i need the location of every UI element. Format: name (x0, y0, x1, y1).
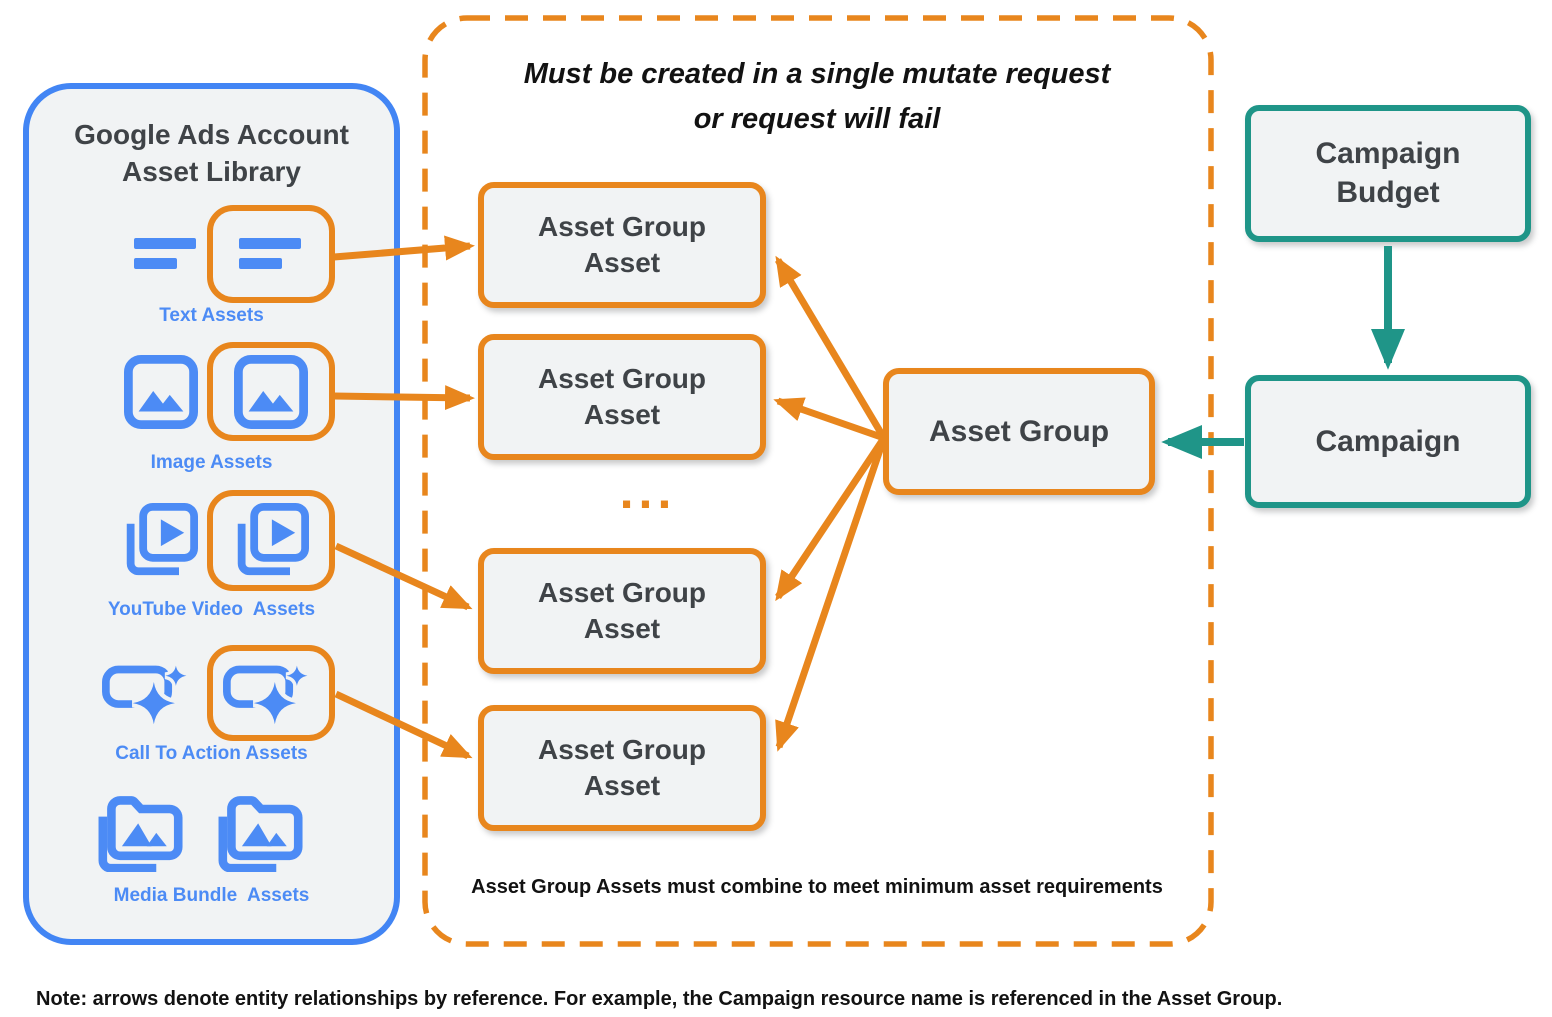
asset-group-asset-box: Asset Group Asset (478, 705, 766, 831)
library-row-label: Image Assets (150, 452, 273, 473)
asset-library-title: Google Ads Account Asset Library (74, 119, 349, 187)
youtube-video-asset-icon (122, 503, 198, 579)
call-to-action-asset-icon (102, 658, 198, 729)
library-row-label: Text Assets (159, 305, 264, 326)
youtube-video-asset-icon (233, 503, 309, 579)
library-row-cta-assets (102, 645, 335, 741)
library-row-image-assets (124, 342, 335, 441)
library-row-label: Media Bundle Assets (113, 885, 310, 906)
reference-note: Note: arrows denote entity relationships… (36, 988, 1283, 1010)
cta-asset-highlight-box (207, 645, 335, 741)
library-row-label: YouTube Video Assets (107, 599, 316, 620)
text-asset-highlight-box (207, 205, 335, 303)
library-row-media-bundle-assets (97, 788, 305, 872)
ellipsis: ... (619, 463, 677, 519)
image-asset-highlight-box (207, 342, 335, 441)
call-to-action-asset-icon (223, 658, 319, 729)
media-bundle-asset-icon (217, 788, 305, 872)
asset-requirements-footnote: Asset Group Assets must combine to meet … (471, 876, 1163, 898)
image-asset-icon (234, 355, 308, 429)
campaign-box: Campaign (1245, 375, 1531, 508)
asset-group-asset-box: Asset Group Asset (478, 548, 766, 674)
media-bundle-asset-icon (97, 788, 185, 872)
text-asset-icon (134, 237, 198, 271)
campaign-budget-box: Campaign Budget (1245, 105, 1531, 242)
asset-group-asset-box: Asset Group Asset (478, 182, 766, 308)
asset-group-asset-box: Asset Group Asset (478, 334, 766, 460)
image-asset-icon (124, 355, 198, 429)
library-row-label: Call To Action Assets (115, 743, 308, 764)
mutate-request-title: Must be created in a single mutate reque… (523, 58, 1111, 135)
library-row-youtube-assets (122, 490, 335, 591)
asset-group-box: Asset Group (883, 368, 1155, 495)
library-row-text-assets (134, 205, 335, 303)
text-asset-icon (239, 237, 303, 271)
asset-library-panel: Google Ads Account Asset Library Text As… (23, 83, 400, 945)
youtube-asset-highlight-box (207, 490, 335, 591)
